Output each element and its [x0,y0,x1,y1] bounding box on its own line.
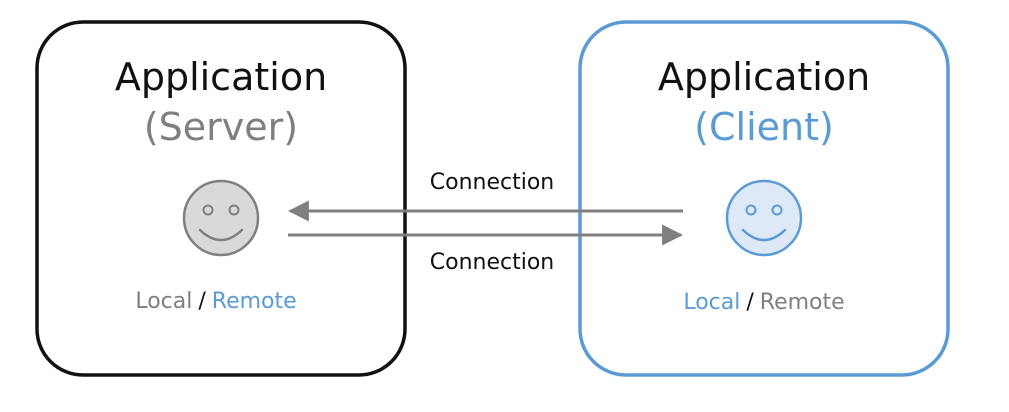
server-role: (Server) [144,105,298,149]
client-remote-label: Remote [760,290,845,315]
smiley-face-icon [182,179,260,257]
client-box: Application (Client) Local/Remote [578,20,950,377]
client-separator: / [746,290,754,315]
server-title: Application [115,55,327,99]
server-separator: / [198,289,206,314]
client-local-label: Local [683,290,740,315]
connection-bottom: Connection [288,224,684,275]
connection-label-top: Connection [430,170,554,195]
server-local-label: Local [135,289,192,314]
smiley-face-icon [725,179,803,257]
server-remote-label: Remote [212,289,297,314]
client-address-labels: Local/Remote [683,290,844,315]
client-title: Application [658,55,870,99]
connection-top: Connection [287,170,683,222]
connection-label-bottom: Connection [430,250,554,275]
client-role: (Client) [694,105,834,149]
server-box: Application (Server) Local/Remote [35,20,407,377]
server-address-labels: Local/Remote [135,289,296,314]
